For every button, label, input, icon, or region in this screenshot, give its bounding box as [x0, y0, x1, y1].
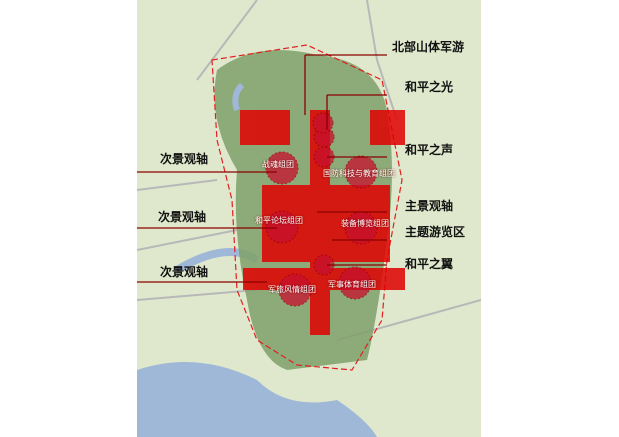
zone-label: 和平论坛组团 — [255, 216, 303, 225]
label-peace-voice: 和平之声 — [405, 143, 454, 157]
label-secondary-axis-1: 次景观轴 — [160, 152, 209, 166]
label-peace-wing: 和平之翼 — [405, 257, 454, 271]
zone-label: 国防科技与教育组团 — [323, 169, 395, 178]
label-main-axis: 主景观轴 — [405, 199, 454, 213]
master-plan-map — [137, 0, 481, 437]
zone-label: 装备博览组团 — [341, 219, 389, 228]
zone-label: 战魂组团 — [262, 160, 294, 169]
label-secondary-axis-3: 次景观轴 — [160, 265, 209, 279]
label-peace-light: 和平之光 — [405, 80, 454, 94]
label-north-mountain: 北部山体军游 — [392, 40, 465, 54]
zone-label: 军旅风情组团 — [268, 285, 316, 294]
label-theme-area: 主题游览区 — [405, 225, 466, 239]
zone-label: 军事体育组团 — [328, 280, 376, 289]
label-secondary-axis-2: 次景观轴 — [158, 210, 207, 224]
